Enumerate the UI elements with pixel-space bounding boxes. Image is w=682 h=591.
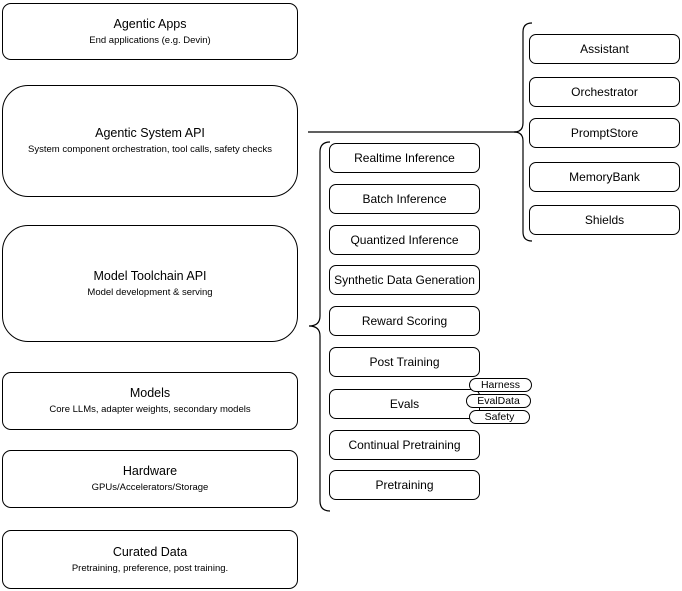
node-title: Models <box>129 386 171 400</box>
service-synthetic-data-generation: Synthetic Data Generation <box>329 265 480 295</box>
service-realtime-inference: Realtime Inference <box>329 143 480 173</box>
service-pretraining: Pretraining <box>329 470 480 500</box>
node-title: Agentic System API <box>95 126 205 140</box>
node-title: Curated Data <box>112 544 188 559</box>
node-hardware: Hardware GPUs/Accelerators/Storage <box>2 450 298 508</box>
component-shields: Shields <box>529 205 680 235</box>
node-curated-data: Curated Data Pretraining, preference, po… <box>2 530 298 589</box>
service-reward-scoring: Reward Scoring <box>329 306 480 336</box>
service-batch-inference: Batch Inference <box>329 184 480 214</box>
toolchain-brace <box>308 141 331 512</box>
service-continual-pretraining: Continual Pretraining <box>329 430 480 460</box>
node-title: Agentic Apps <box>113 16 187 31</box>
node-agentic-system-api: Agentic System API System component orch… <box>2 85 298 197</box>
component-assistant: Assistant <box>529 34 680 64</box>
component-orchestrator: Orchestrator <box>529 77 680 107</box>
node-subtitle: System component orchestration, tool cal… <box>28 144 272 155</box>
tag-evaldata: EvalData <box>466 394 531 408</box>
service-evals: Evals <box>329 389 480 419</box>
node-model-toolchain-api: Model Toolchain API Model development & … <box>2 225 298 342</box>
component-memorybank: MemoryBank <box>529 162 680 192</box>
node-title: Model Toolchain API <box>93 268 207 283</box>
node-subtitle: End applications (e.g. Devin) <box>89 34 211 46</box>
node-subtitle: Pretraining, preference, post training. <box>71 562 229 574</box>
node-subtitle: GPUs/Accelerators/Storage <box>91 482 209 493</box>
tag-safety: Safety <box>469 410 530 424</box>
tag-harness: Harness <box>469 378 532 392</box>
node-models: Models Core LLMs, adapter weights, secon… <box>2 372 298 430</box>
node-subtitle: Core LLMs, adapter weights, secondary mo… <box>49 404 251 415</box>
service-post-training: Post Training <box>329 347 480 377</box>
component-promptstore: PromptStore <box>529 118 680 148</box>
node-title: Hardware <box>122 464 178 478</box>
node-subtitle: Model development & serving <box>87 286 213 298</box>
node-agentic-apps: Agentic Apps End applications (e.g. Devi… <box>2 3 298 60</box>
service-quantized-inference: Quantized Inference <box>329 225 480 255</box>
